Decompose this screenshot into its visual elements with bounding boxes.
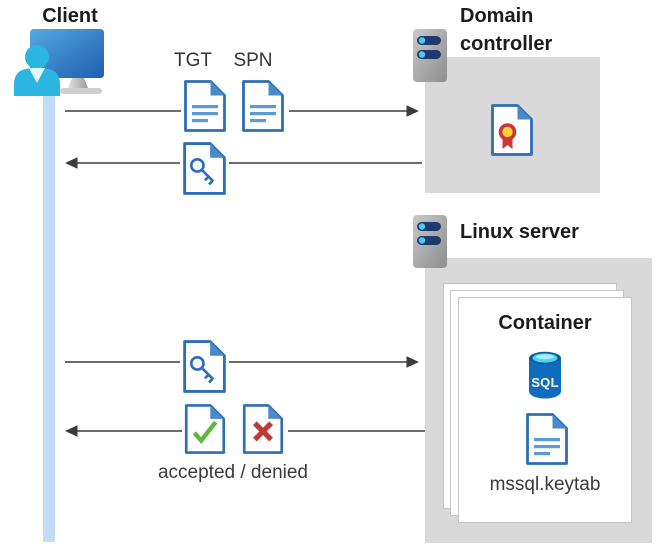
sql-label: SQL	[531, 375, 559, 390]
person-icon	[14, 45, 60, 96]
domain-controller-server-icon	[413, 29, 447, 82]
accepted-document-icon	[184, 404, 226, 454]
container-paper-front	[458, 297, 632, 523]
denied-document-icon	[242, 404, 284, 454]
linux-server-label: Linux server	[460, 221, 579, 243]
service-ticket-key-icon	[183, 142, 226, 195]
monitor-icon	[30, 29, 104, 78]
arrow-client-to-linux	[65, 356, 419, 368]
client-icon	[14, 29, 104, 96]
domain-controller-label-line2: controller	[460, 33, 553, 55]
linux-server-icon	[413, 215, 447, 268]
domain-controller-label: Domain controller	[460, 2, 650, 58]
domain-controller-label-line1: Domain	[460, 5, 534, 27]
spn-document-icon	[242, 80, 284, 132]
arrow-dc-to-client	[65, 157, 422, 169]
result-label: accepted / denied	[157, 462, 308, 483]
sql-database-icon: SQL	[529, 351, 561, 399]
certificate-icon	[491, 104, 533, 156]
container-title: Container	[498, 312, 592, 334]
tgt-label: TGT	[174, 50, 212, 71]
spn-label: SPN	[233, 50, 273, 71]
keytab-file-label: mssql.keytab	[489, 474, 601, 495]
tgt-document-icon	[184, 80, 226, 132]
client-label: Client	[42, 5, 98, 27]
client-lifeline	[43, 94, 55, 542]
keytab-document-icon	[526, 413, 568, 465]
service-ticket-key-icon-2	[183, 340, 226, 393]
